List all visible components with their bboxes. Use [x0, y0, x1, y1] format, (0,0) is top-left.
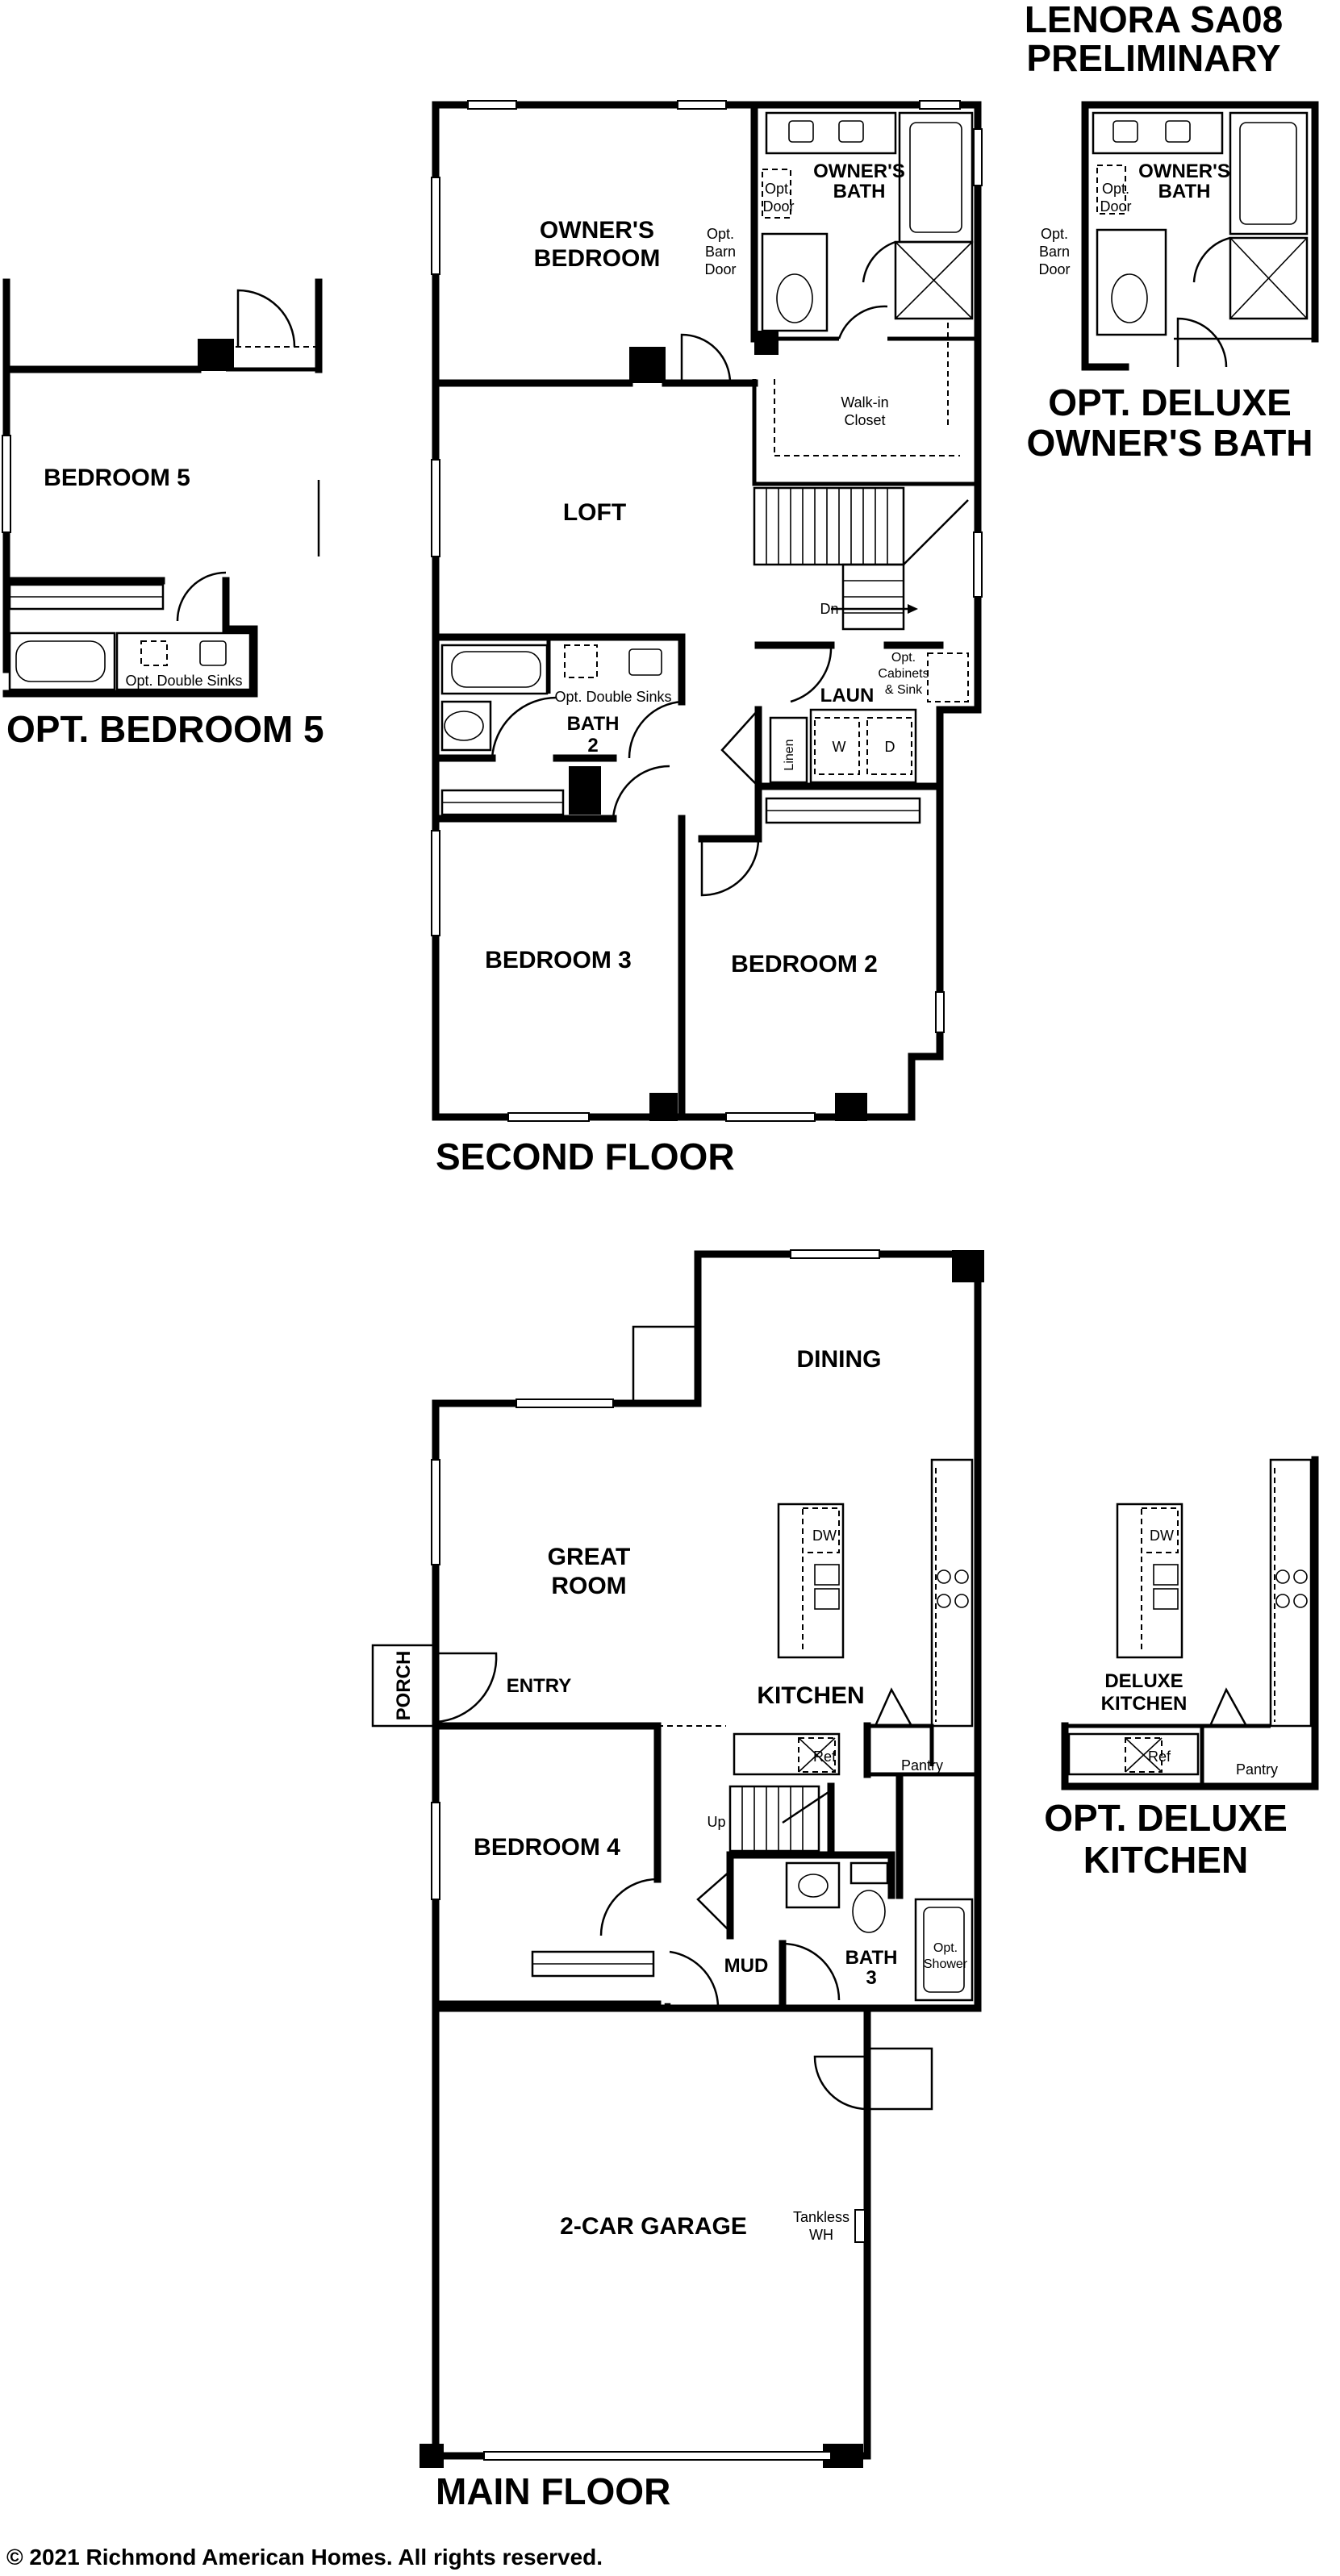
main-floor-plan: DINING GREAT ROOM KITCHEN DW Ref Pantry …	[371, 1249, 984, 2512]
opt-deluxe-bath-plan: OWNER'S BATH Opt. Door Opt. Barn Door OP…	[1026, 101, 1319, 464]
floor-label-main: MAIN FLOOR	[436, 2470, 670, 2512]
dryer-label: D	[885, 739, 895, 755]
opt-deluxe-kitchen-plan: DW DELUXE KITCHEN Ref Pantry OPT. DELUXE…	[1044, 1456, 1319, 1881]
window	[790, 1249, 880, 1259]
washer-label: W	[833, 739, 846, 755]
room-label-kitchen: KITCHEN	[757, 1682, 864, 1709]
opt-deluxe-bath-caption-2: OWNER'S BATH	[1026, 422, 1313, 464]
window	[2, 435, 11, 533]
window	[725, 1112, 816, 1122]
window	[431, 459, 440, 557]
window	[431, 1802, 440, 1900]
room-label-deluxe-owners-bath: OWNER'S	[1138, 160, 1230, 182]
window	[507, 1112, 590, 1122]
room-label-owners-bedroom: OWNER'S	[540, 217, 654, 244]
window	[677, 100, 727, 110]
garage-door	[483, 2451, 832, 2461]
deluxe-opt-door-label: Opt.	[1102, 181, 1129, 197]
deluxe-dishwasher-label: DW	[1150, 1528, 1174, 1544]
room-label-garage: 2-CAR GARAGE	[560, 2213, 747, 2240]
room-label-great-room-2: ROOM	[551, 1573, 626, 1599]
tankless-wh	[854, 2209, 866, 2243]
opt-cabinets-sink-label-3: & Sink	[885, 683, 923, 697]
opt-double-sinks-label: Opt. Double Sinks	[554, 689, 671, 705]
staircase-main	[728, 1785, 832, 1853]
stairs-down-label: Dn	[820, 601, 838, 617]
room-label-loft: LOFT	[563, 499, 626, 526]
opt-bedroom5-caption: OPT. BEDROOM 5	[6, 708, 324, 750]
window	[431, 830, 440, 936]
room-label-bedroom4: BEDROOM 4	[474, 1834, 620, 1861]
copyright-notice: © 2021 Richmond American Homes. All righ…	[6, 2545, 603, 2570]
deluxe-opt-barn-door-label-2: Barn	[1039, 244, 1070, 260]
opt-deluxe-bath-caption: OPT. DELUXE	[1048, 381, 1292, 423]
room-label-laundry: LAUN	[820, 685, 875, 707]
tankless-wh-label-2: WH	[809, 2227, 833, 2243]
walkin-closet-label-2: Closet	[844, 412, 885, 428]
opt-deluxe-kitchen-caption-2: KITCHEN	[1083, 1839, 1248, 1881]
opt-barn-door-label: Opt.	[707, 226, 734, 242]
opt-double-sinks-label-b5: Opt. Double Sinks	[125, 673, 242, 689]
window	[973, 531, 983, 598]
walkin-closet-label: Walk-in	[841, 394, 888, 411]
stairs-up-label: Up	[707, 1814, 725, 1830]
second-floor-plan: OWNER'S BEDROOM OWNER'S BATH Opt. Door O…	[431, 100, 983, 1178]
plan-title: LENORA SA08	[1025, 0, 1283, 40]
opt-deluxe-kitchen-caption: OPT. DELUXE	[1044, 1797, 1288, 1839]
dishwasher-label: DW	[812, 1528, 837, 1544]
porch-label: PORCH	[393, 1651, 415, 1721]
opt-barn-door-label-3: Door	[704, 261, 736, 277]
floor-label-second: SECOND FLOOR	[436, 1136, 735, 1178]
window	[516, 1398, 614, 1408]
window	[431, 1459, 440, 1565]
linen-label: Linen	[783, 739, 796, 770]
plan-subtitle: PRELIMINARY	[1026, 37, 1280, 79]
window	[431, 177, 440, 275]
staircase	[753, 486, 969, 631]
deluxe-pantry-label: Pantry	[1236, 1761, 1278, 1778]
pantry-label: Pantry	[901, 1757, 943, 1774]
window	[935, 991, 945, 1033]
room-label-great-room: GREAT	[548, 1544, 631, 1570]
room-label-deluxe-owners-bath-2: BATH	[1158, 181, 1211, 202]
room-label-bedroom2: BEDROOM 2	[731, 951, 878, 977]
refrigerator-label: Ref	[813, 1749, 837, 1765]
opt-door-label-2: Door	[762, 198, 794, 215]
deluxe-opt-barn-door-label-3: Door	[1038, 261, 1070, 277]
window	[467, 100, 517, 110]
opt-shower-label: Opt.	[933, 1941, 958, 1955]
opt-shower-label-2: Shower	[924, 1957, 968, 1971]
deluxe-kitchen-label: DELUXE	[1104, 1670, 1183, 1692]
deluxe-kitchen-label-2: KITCHEN	[1101, 1693, 1188, 1715]
entry-label: ENTRY	[507, 1675, 571, 1697]
tankless-wh-label: Tankless	[793, 2209, 850, 2225]
opt-bedroom5-plan: BEDROOM 5 Opt. Double Sinks OPT. BEDROOM…	[2, 278, 324, 750]
room-label-bath2-2: 2	[587, 735, 598, 757]
room-label-mud: MUD	[724, 1955, 769, 1977]
opt-cabinets-sink-label: Opt.	[891, 651, 916, 665]
room-label-owners-bath: OWNER'S	[813, 160, 905, 182]
opt-cabinets-sink-label-2: Cabinets	[878, 667, 929, 681]
opt-door-label: Opt.	[765, 181, 792, 197]
room-label-owners-bath-2: BATH	[833, 181, 886, 202]
room-label-bedroom3: BEDROOM 3	[485, 947, 632, 973]
room-label-bath3: BATH	[845, 1947, 898, 1969]
room-label-bedroom5: BEDROOM 5	[44, 465, 190, 491]
deluxe-opt-door-label-2: Door	[1100, 198, 1131, 215]
room-label-dining: DINING	[797, 1346, 882, 1373]
room-label-owners-bedroom-2: BEDROOM	[534, 245, 661, 272]
deluxe-opt-barn-door-label: Opt.	[1041, 226, 1068, 242]
window	[973, 128, 983, 186]
room-label-bath3-2: 3	[866, 1967, 876, 1989]
opt-barn-door-label-2: Barn	[705, 244, 736, 260]
window	[919, 100, 961, 110]
room-label-bath2: BATH	[567, 713, 620, 735]
deluxe-refrigerator-label: Ref	[1148, 1749, 1171, 1765]
